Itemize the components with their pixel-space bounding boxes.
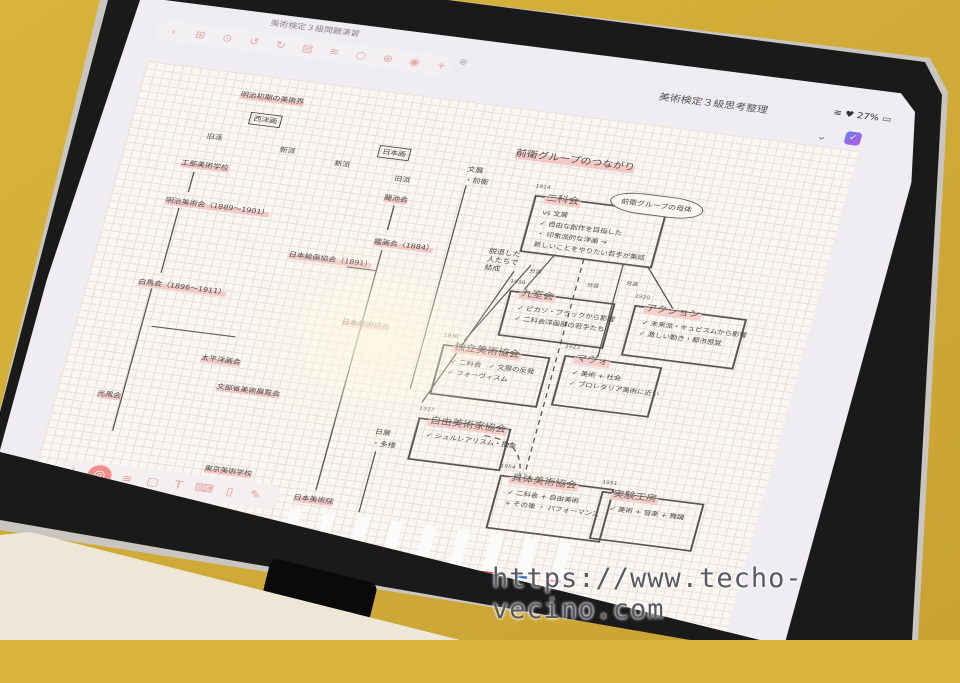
- connector-line: [187, 171, 195, 193]
- keyboard-icon[interactable]: ⌨: [193, 481, 215, 496]
- text-icon[interactable]: T: [172, 478, 184, 492]
- image-icon[interactable]: ▢: [144, 475, 161, 489]
- connector-line: [315, 250, 383, 491]
- connector-line: [111, 288, 153, 431]
- connector-arrow: [647, 266, 674, 309]
- connector-arrow: [523, 255, 555, 290]
- magic-icon[interactable]: ✎: [248, 488, 263, 502]
- connector-line: [160, 207, 180, 273]
- connector-line: [386, 205, 395, 231]
- dashed-connector: [524, 258, 585, 475]
- connector-line: [151, 325, 236, 338]
- camera-notch: [263, 558, 377, 622]
- group-note-line: ✓ 美術 + 音楽 + 舞踊: [608, 504, 686, 522]
- watermark: https://www.techo-vecino.com: [492, 563, 803, 625]
- connector-arrow: [358, 451, 377, 513]
- connector-arrow: [597, 263, 624, 358]
- book-icon[interactable]: ▯: [224, 485, 235, 499]
- dashed-connector: [484, 435, 521, 474]
- apple-pencil: [0, 532, 460, 640]
- connector-arrow: [346, 266, 377, 272]
